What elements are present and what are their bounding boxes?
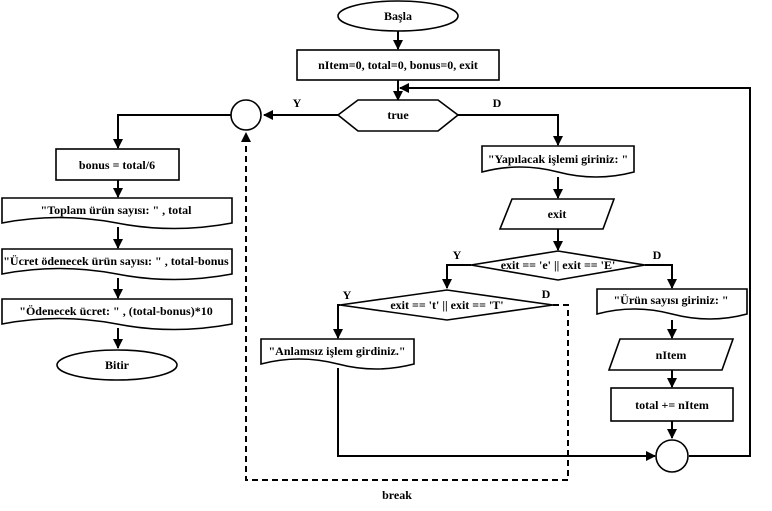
node-loop-condition: true [336,99,460,132]
node-prompt-count: "Ürün sayısı giriniz: " [596,288,748,320]
label-loop-no: D [493,96,502,110]
edges [113,31,751,481]
node-input-exit: exit [498,198,616,230]
node-end-label: Bitir [105,358,130,372]
node-prompt-op-label: "Yapılacak işlemi giriniz: " [488,152,628,166]
node-out-total-label: "Toplam ürün sayısı: " , total [41,203,193,217]
label-loop-yes: Y [293,96,302,110]
edge-labels: Y D Y D Y D break [293,96,662,502]
node-start: Başla [337,0,459,32]
node-out-paid-count-label: "Ücret ödenecek ürün sayısı: " , total-b… [3,254,229,268]
label-cond-t-yes: Y [343,288,352,302]
connector-bottom [655,439,689,473]
node-cond-t: exit == 't' || exit == 'T' [339,289,554,321]
edge-loopback [399,83,751,457]
node-cond-t-label: exit == 't' || exit == 'T' [390,298,503,312]
node-accumulate: total += nItem [610,387,734,422]
edge-conde-yes [442,264,471,289]
node-input-nitem-label: nItem [656,348,687,362]
node-input-exit-label: exit [548,207,567,221]
node-accumulate-label: total += nItem [635,398,709,412]
edge-invalid-connector [337,368,656,461]
node-invalid-msg-label: "Anlamsız işlem girdiniz." [269,344,406,358]
node-invalid-msg: "Anlamsız işlem girdiniz." [260,338,415,370]
node-init-label: nItem=0, total=0, bonus=0, exit [318,58,478,72]
node-out-price: "Ödenecek ücret: " , (total-bonus)*10 [1,298,233,331]
node-out-total: "Toplam ürün sayısı: " , total [1,197,233,230]
node-prompt-op: "Yapılacak işlemi giriniz: " [481,145,635,178]
edge-condt-no-break [241,132,569,481]
edge-loop-no [458,114,563,146]
node-loop-condition-label: true [387,108,409,122]
label-break: break [382,488,412,502]
node-cond-e-label: exit == 'e' || exit == 'E' [501,258,616,272]
edge-condt-yes [333,304,343,339]
edge-connector-bonus [113,114,232,149]
node-bonus-calc-label: bonus = total/6 [79,158,155,172]
node-input-nitem: nItem [607,338,735,371]
node-init: nItem=0, total=0, bonus=0, exit [296,49,500,81]
node-prompt-count-label: "Ürün sayısı giriniz: " [614,293,729,307]
node-end: Bitir [56,349,178,381]
label-cond-e-no: D [653,248,662,262]
connector-left [230,99,262,131]
label-cond-t-no: D [542,287,551,301]
node-out-paid-count: "Ücret ödenecek ürün sayısı: " , total-b… [1,248,233,281]
node-start-label: Başla [384,9,412,23]
edge-conde-no [645,264,677,289]
label-cond-e-yes: Y [453,248,462,262]
node-out-price-label: "Ödenecek ücret: " , (total-bonus)*10 [19,304,212,318]
node-bonus-calc: bonus = total/6 [55,148,180,181]
node-cond-e: exit == 'e' || exit == 'E' [470,250,646,281]
